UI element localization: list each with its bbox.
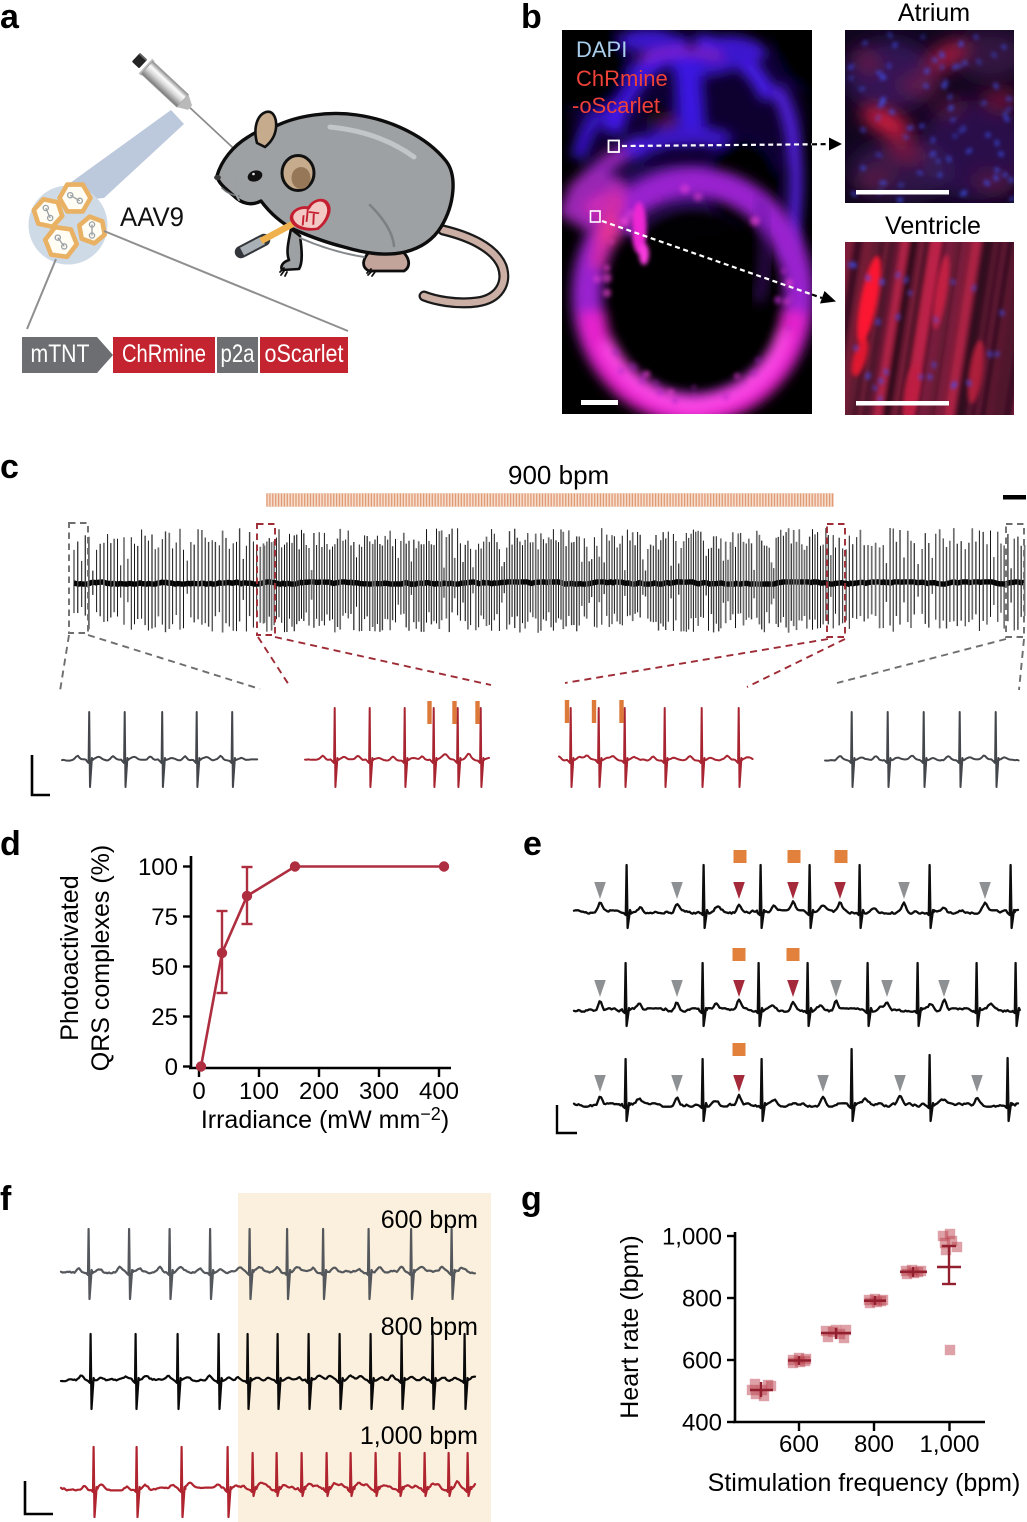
svg-text:800: 800 — [854, 1431, 894, 1458]
svg-text:0: 0 — [165, 1054, 178, 1081]
svg-text:ChRmine: ChRmine — [576, 66, 668, 91]
svg-text:g: g — [521, 1180, 542, 1218]
svg-text:400: 400 — [419, 1078, 459, 1105]
svg-text:Stimulation frequency (bpm): Stimulation frequency (bpm) — [708, 1469, 1021, 1497]
svg-text:600: 600 — [682, 1348, 722, 1375]
svg-text:Heart rate (bpm): Heart rate (bpm) — [616, 1235, 644, 1418]
svg-text:ChRmine: ChRmine — [122, 340, 206, 368]
svg-text:400: 400 — [682, 1410, 722, 1437]
svg-text:0: 0 — [192, 1078, 205, 1105]
svg-text:1,000: 1,000 — [919, 1431, 979, 1458]
svg-text:oScarlet: oScarlet — [265, 340, 344, 368]
svg-text:1,000 bpm: 1,000 bpm — [360, 1422, 478, 1450]
svg-text:AAV9: AAV9 — [120, 202, 184, 232]
svg-text:600: 600 — [779, 1431, 819, 1458]
svg-text:200: 200 — [299, 1078, 339, 1105]
svg-text:25: 25 — [151, 1004, 178, 1031]
svg-text:QRS complexes (%): QRS complexes (%) — [87, 845, 115, 1071]
svg-text:800: 800 — [682, 1286, 722, 1313]
svg-text:300: 300 — [359, 1078, 399, 1105]
svg-text:mTNT: mTNT — [31, 340, 90, 368]
svg-text:100: 100 — [239, 1078, 279, 1105]
svg-text:c: c — [0, 448, 19, 486]
svg-text:50: 50 — [151, 954, 178, 981]
svg-text:600 bpm: 600 bpm — [381, 1206, 478, 1234]
svg-text:e: e — [523, 825, 542, 863]
svg-text:100: 100 — [138, 854, 178, 881]
svg-text:p2a: p2a — [221, 340, 255, 368]
svg-text:Irradiance (mW mm−2): Irradiance (mW mm−2) — [201, 1104, 449, 1134]
svg-text:-oScarlet: -oScarlet — [572, 93, 660, 118]
svg-text:b: b — [521, 0, 542, 36]
svg-text:Photoactivated: Photoactivated — [56, 875, 84, 1040]
svg-text:DAPI: DAPI — [576, 37, 627, 62]
svg-text:900 bpm: 900 bpm — [508, 460, 609, 490]
svg-text:a: a — [0, 0, 20, 36]
svg-text:75: 75 — [151, 904, 178, 931]
svg-text:Ventricle: Ventricle — [885, 212, 981, 240]
svg-text:800 bpm: 800 bpm — [381, 1313, 478, 1341]
svg-text:Atrium: Atrium — [898, 0, 970, 27]
svg-text:d: d — [0, 825, 21, 863]
svg-text:f: f — [0, 1180, 12, 1218]
svg-text:1,000: 1,000 — [662, 1224, 722, 1251]
